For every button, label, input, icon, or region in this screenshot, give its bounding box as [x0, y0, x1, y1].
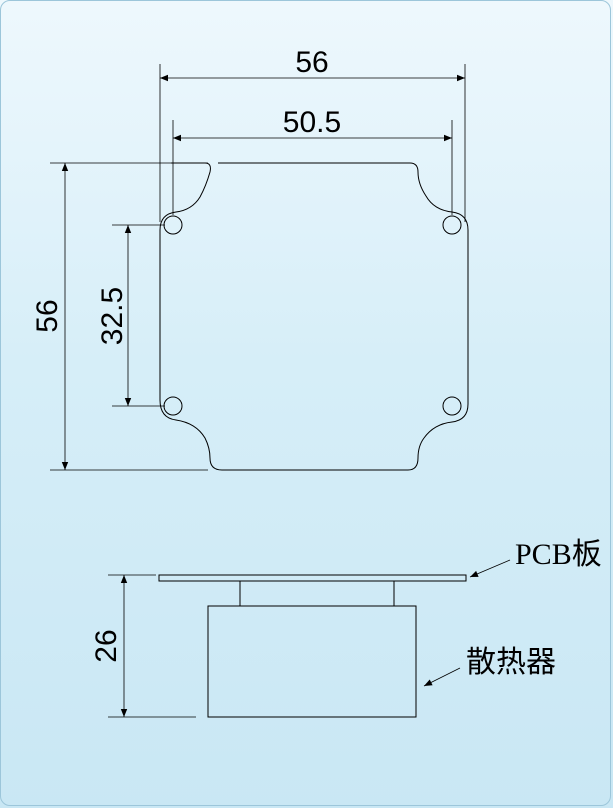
dim-outer-width: 56 — [295, 46, 328, 79]
mount-hole-top-left — [163, 215, 183, 235]
side-view: 26 PCB板 散热器 — [90, 538, 602, 718]
label-heatsink: 散热器 — [466, 646, 556, 679]
top-view: 56 50.5 56 32.5 — [31, 46, 469, 471]
leader-pcb — [469, 559, 511, 578]
mount-hole-bottom-right — [442, 396, 462, 416]
plate-outline — [159, 162, 469, 471]
label-pcb: PCB板 — [515, 538, 602, 571]
heatsink-body — [207, 605, 417, 718]
dim-hole-spacing-x: 50.5 — [283, 106, 341, 139]
pcb-board — [158, 574, 467, 582]
mount-hole-bottom-left — [163, 396, 183, 416]
leader-heatsink — [423, 667, 461, 687]
dim-height: 26 — [90, 629, 123, 662]
dim-outer-height: 56 — [31, 299, 64, 332]
dim-hole-spacing-y: 32.5 — [96, 287, 129, 345]
mount-hole-top-right — [442, 215, 462, 235]
